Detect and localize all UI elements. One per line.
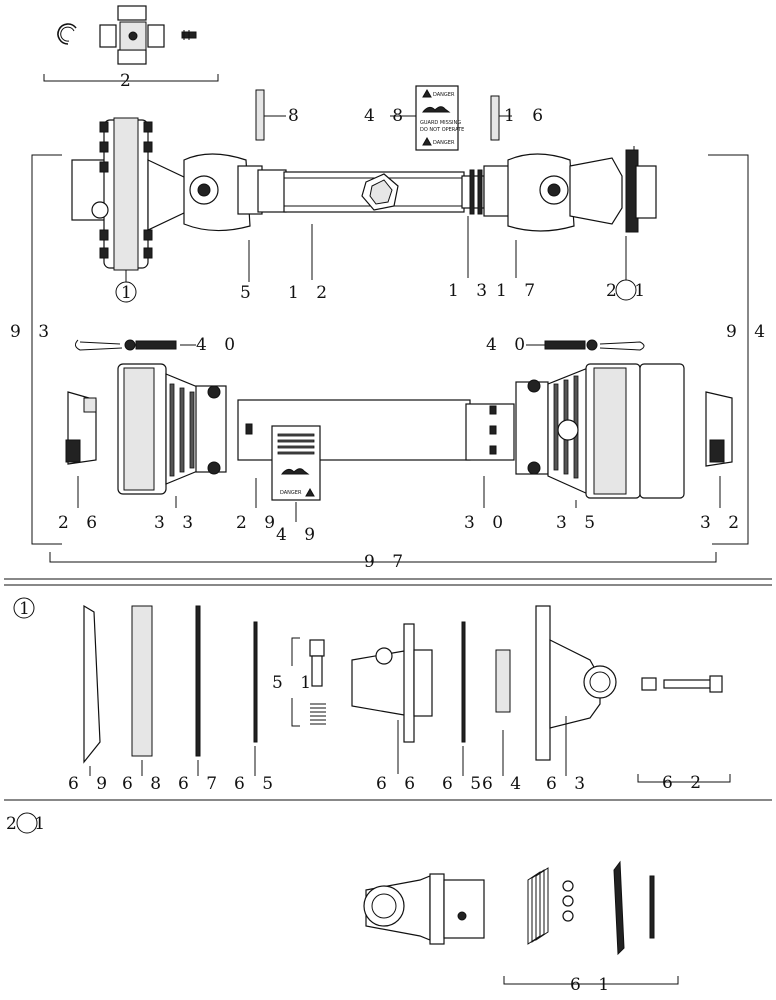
detail-21-plates xyxy=(613,860,655,956)
detail-21-springs xyxy=(527,867,549,945)
label-8: 8 xyxy=(288,106,305,126)
svg-text:DO NOT OPERATE: DO NOT OPERATE xyxy=(420,127,464,133)
label-61: 6 1 xyxy=(570,975,615,995)
label-29: 2 9 xyxy=(236,513,281,533)
bracket-97 xyxy=(49,552,717,563)
svg-text:DANGER: DANGER xyxy=(433,140,455,146)
bolt-nut-part xyxy=(641,675,723,693)
label-30: 3 0 xyxy=(464,513,509,533)
part-64 xyxy=(495,649,511,713)
bracket-94 xyxy=(708,154,749,545)
part-66-housing xyxy=(351,623,433,743)
label-63: 6 3 xyxy=(546,774,591,794)
label-12: 1 2 xyxy=(288,283,333,303)
circlip-part xyxy=(57,23,77,45)
part-68 xyxy=(131,605,153,757)
part-63-yoke xyxy=(535,605,617,761)
label-33: 3 3 xyxy=(154,513,199,533)
bracket-61 xyxy=(503,976,679,985)
danger-decal-49 xyxy=(271,425,321,501)
part-67 xyxy=(195,605,201,757)
label-40-right: 4 0 xyxy=(486,335,531,355)
cross-bearing-part xyxy=(99,5,165,65)
label-13: 1 3 xyxy=(448,281,493,301)
label-94: 9 4 xyxy=(726,322,771,342)
label-2: 2 xyxy=(120,71,137,91)
part-8-strip xyxy=(255,89,265,141)
svg-text:DANGER: DANGER xyxy=(280,490,302,496)
detail-1-label: 1 xyxy=(19,599,36,619)
label-51: 5 1 xyxy=(272,673,317,693)
part-69 xyxy=(83,604,101,764)
detail-21-balls xyxy=(562,880,574,922)
label-64: 6 4 xyxy=(482,774,527,794)
label-40-left: 4 0 xyxy=(196,335,241,355)
bracket-62 xyxy=(637,774,731,783)
label-21: 2 1 xyxy=(606,281,651,301)
driveline-assembly xyxy=(71,117,657,271)
label-97: 9 7 xyxy=(364,552,409,572)
safety-chain-right xyxy=(544,339,645,351)
spring-plunger-part xyxy=(309,639,326,725)
part-16-strip xyxy=(490,95,500,141)
svg-text:GUARD MISSING: GUARD MISSING xyxy=(420,120,461,126)
label-62: 6 2 xyxy=(662,773,707,793)
label-68: 6 8 xyxy=(122,774,167,794)
detail-21-yoke xyxy=(363,873,485,945)
guard-assembly: DANGER xyxy=(65,363,733,501)
part-65a xyxy=(253,621,258,743)
label-49: 4 9 xyxy=(276,525,321,545)
label-65b: 6 5 xyxy=(442,774,487,794)
label-65a: 6 5 xyxy=(234,774,279,794)
label-69: 6 9 xyxy=(68,774,113,794)
bracket-93 xyxy=(31,154,62,545)
label-66: 6 6 xyxy=(376,774,421,794)
label-35: 3 5 xyxy=(556,513,601,533)
bracket-2 xyxy=(43,74,219,82)
label-93: 9 3 xyxy=(10,322,55,342)
label-16: 1 6 xyxy=(504,106,549,126)
label-1: 1 xyxy=(121,283,138,303)
label-26: 2 6 xyxy=(58,513,103,533)
grease-fitting-part xyxy=(181,30,197,40)
label-32: 3 2 xyxy=(700,513,745,533)
detail-21-label: 2 1 xyxy=(6,814,51,834)
label-67: 6 7 xyxy=(178,774,223,794)
svg-text:DANGER: DANGER xyxy=(433,92,455,98)
label-5: 5 xyxy=(240,283,257,303)
label-17: 1 7 xyxy=(496,281,541,301)
safety-chain-left xyxy=(74,339,177,351)
danger-decal-48: DANGER GUARD MISSING DO NOT OPERATE DANG… xyxy=(415,85,464,151)
part-65b xyxy=(461,621,466,743)
label-48: 4 8 xyxy=(364,106,409,126)
